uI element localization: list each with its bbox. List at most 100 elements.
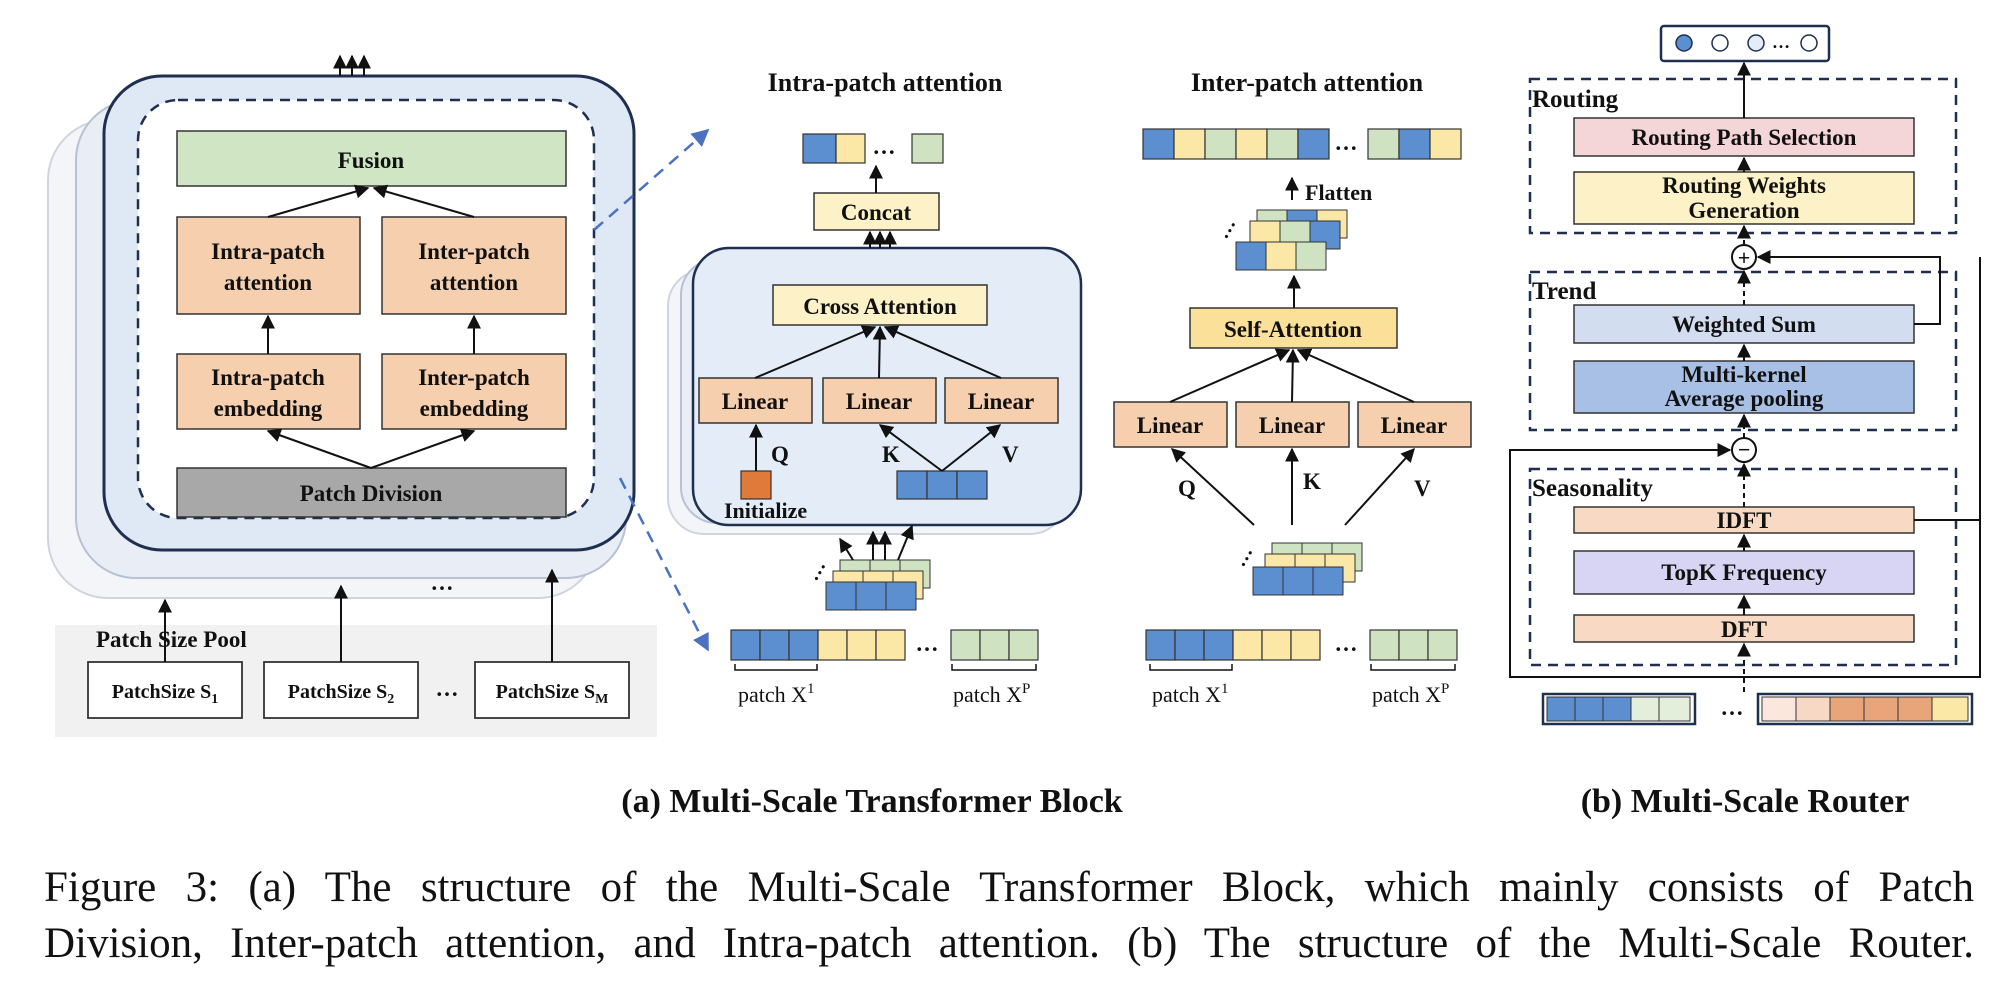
inter-seq-ellipsis: … (1335, 631, 1358, 656)
inter-out-2 (1173, 128, 1206, 160)
pool-ellipsis: … (436, 676, 459, 701)
inter-seq-b1 (1145, 629, 1176, 661)
intra-stack-blue-3 (885, 581, 917, 611)
router-input-ellipsis: … (1721, 695, 1744, 720)
inter-seq-y3 (1290, 629, 1321, 661)
router-in-4 (1630, 696, 1660, 722)
inter-embedding-label-1: Inter-patch (418, 365, 530, 390)
inter-out-8 (1398, 128, 1431, 160)
intra-linear-q (698, 377, 813, 424)
arrow-stack-up-1 (839, 537, 854, 561)
weighted-sum-box (1573, 304, 1915, 344)
router-output-dot-4 (1800, 34, 1818, 52)
arrow-v-cross (883, 325, 1002, 379)
inter-out-7 (1367, 128, 1400, 160)
intra-stack-blue-1 (825, 581, 857, 611)
cross-attention-label: Cross Attention (803, 294, 957, 319)
inter-grid-dots: … (1211, 214, 1240, 242)
router-output-box (1659, 24, 1831, 63)
inter-patch-attention-panel: Inter-patch attention … Flatten … Self-A… (1113, 68, 1472, 707)
intra-q-label: Q (771, 442, 789, 467)
intra-seq-b1 (730, 629, 761, 661)
caption-line-2: Division, Inter-patch attention, and Int… (44, 920, 1974, 967)
intra-seq-y2 (846, 629, 877, 661)
intra-out-ellipsis: … (873, 134, 896, 159)
inter-seq-g1 (1369, 629, 1400, 661)
weighted-sum-label: Weighted Sum (1672, 312, 1816, 337)
patchsize-sm-label: PatchSize SM (496, 681, 609, 707)
inter-grid-c1 (1235, 241, 1267, 271)
intra-v-label: V (1002, 442, 1019, 467)
router-in-11 (1931, 696, 1969, 722)
inter-out-6 (1297, 128, 1330, 160)
intra-seq-y1 (817, 629, 848, 661)
self-attention-box (1189, 307, 1398, 349)
intra-out-token-2 (835, 133, 866, 164)
intra-patch-attention-panel: Intra-patch attention … Concat Cross Att… (667, 68, 1083, 707)
router-in-10 (1897, 696, 1933, 722)
intra-attention-label-1: Intra-patch (211, 239, 325, 264)
arrow-iv-self (1296, 348, 1415, 403)
dft-label: DFT (1721, 617, 1767, 642)
inter-embedding-box (381, 353, 567, 430)
arrow-stack-up-4 (897, 524, 914, 561)
intra-patch-last-label: patch XP (953, 681, 1030, 707)
intra-out-token-3 (911, 133, 944, 164)
inter-stack-blue-1 (1252, 566, 1284, 596)
inter-k-label: K (1303, 469, 1321, 494)
inter-seq-b3 (1203, 629, 1234, 661)
arrow-grid-v (1344, 447, 1415, 526)
router-in-3 (1602, 696, 1632, 722)
concat-box (813, 192, 940, 231)
inter-linear-q-label: Linear (1137, 413, 1203, 438)
intra-linear-k-label: Linear (846, 389, 912, 414)
arrow-kv-v (941, 424, 1002, 472)
intra-embedding-label-2: embedding (214, 396, 323, 421)
inter-linear-k-label: Linear (1259, 413, 1325, 438)
subtitle-b: (b) Multi-Scale Router (1581, 783, 1910, 820)
topk-label: TopK Frequency (1661, 560, 1827, 585)
expand-arrow-top (593, 128, 710, 231)
input-to-minus-line (1509, 443, 1744, 678)
inter-brace-last (1370, 664, 1456, 671)
pool-title: Patch Size Pool (96, 627, 247, 652)
router-in-5 (1658, 696, 1691, 722)
router-in-8 (1829, 696, 1865, 722)
inter-brace-first (1149, 664, 1233, 671)
inter-linear-k (1235, 401, 1350, 448)
fusion-label: Fusion (338, 148, 405, 173)
multi-scale-router: … Routing Routing Path Selection Routing… (1509, 24, 1981, 726)
inter-attention-label-1: Inter-patch (418, 239, 530, 264)
inter-out-ellipsis: … (1335, 130, 1358, 155)
figure-caption: Figure 3: (a) The structure of the Multi… (44, 860, 1974, 972)
patchsize-s1-label: PatchSize S1 (112, 681, 218, 707)
arrow-division-to-intra (266, 428, 372, 469)
inter-seq-y1 (1232, 629, 1263, 661)
initialize-token (740, 470, 772, 500)
arrow-intra-to-fusion (267, 184, 370, 218)
topk-box (1573, 550, 1915, 595)
inter-seq-g2 (1398, 629, 1429, 661)
arrow-inter-to-fusion (372, 184, 475, 218)
pooling-label-2: Average pooling (1665, 386, 1824, 411)
architecture-diagram: Fusion Intra-patch attention Inter-patch… (47, 24, 1981, 820)
inter-panel-title: Inter-patch attention (1191, 68, 1424, 97)
router-in-2 (1574, 696, 1604, 722)
idft-to-plus-line (1914, 257, 1981, 521)
router-output-ellipsis: … (1772, 32, 1790, 52)
arrow-ik-self (1285, 348, 1300, 403)
inter-grid-c2 (1265, 241, 1297, 271)
concat-label: Concat (841, 200, 912, 225)
cross-attention-box (772, 284, 988, 326)
multi-scale-transformer-block: Fusion Intra-patch attention Inter-patch… (47, 54, 710, 737)
inter-attention-label-2: attention (430, 270, 518, 295)
intra-attention-label-2: attention (224, 270, 312, 295)
routing-weights-box (1573, 171, 1915, 225)
routing-weights-label-2: Generation (1688, 198, 1799, 223)
caption-line-1: Figure 3: (a) The structure of the Multi… (44, 864, 1974, 911)
inter-v-label: V (1414, 476, 1431, 501)
intra-stack-dots: … (801, 556, 830, 584)
inter-linear-v-label: Linear (1381, 413, 1447, 438)
inter-stack-dots: … (1228, 542, 1257, 570)
intra-seq-y3 (875, 629, 906, 661)
